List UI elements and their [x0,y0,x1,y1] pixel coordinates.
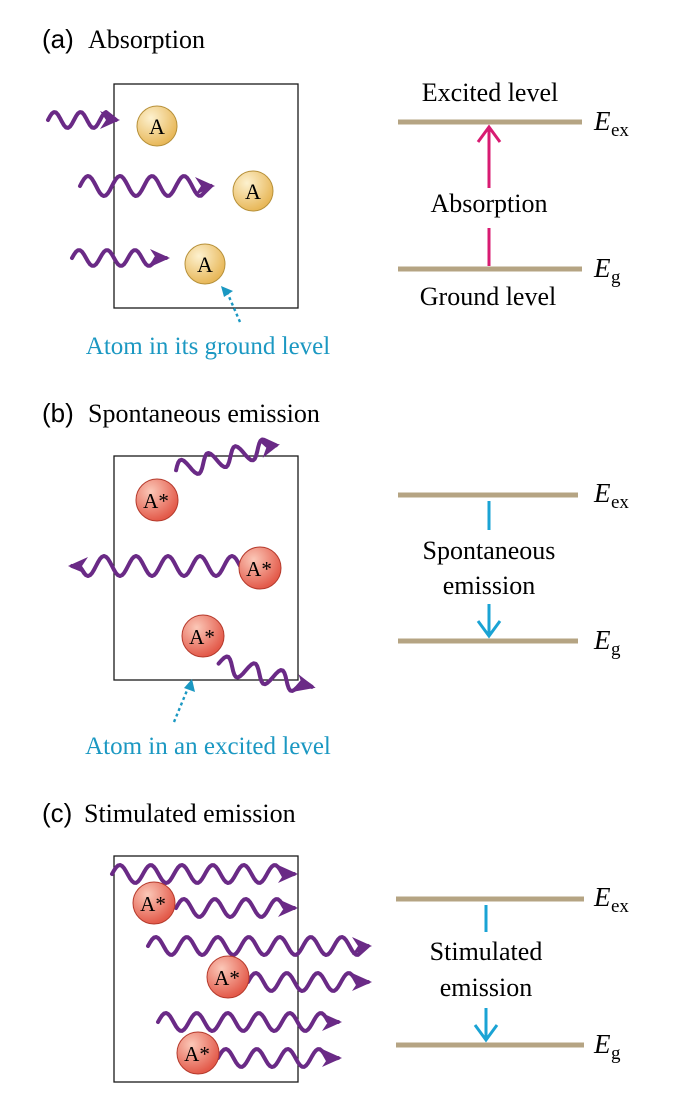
process-label: Absorption [431,189,548,218]
emission-arrow [473,905,499,1043]
ground-level-label: Ground level [420,282,556,311]
excited-atom: A* [206,955,250,999]
photon-wave [146,935,370,957]
callout-pointer [221,286,242,323]
energy-label-excited: E ex [593,882,629,917]
arrowhead [352,973,372,991]
arrowhead [195,177,215,195]
energy-label-ground: E g [593,1029,621,1064]
photon-wave [70,248,168,268]
panel-b: (b) Spontaneous emission A* A* A* Atom i… [42,398,629,760]
arrowhead [150,249,170,267]
atom-label: A [197,252,213,277]
ground-atom: A [184,243,226,285]
svg-text:g: g [611,639,621,660]
photon-wave [246,971,370,993]
arrowhead [322,1049,342,1067]
excited-atom: A* [238,546,282,590]
callout-pointer [172,679,195,723]
panel-c-atom-box [113,855,299,1083]
svg-text:E: E [593,882,611,912]
atom-label: A [245,179,261,204]
photon-wave [110,863,296,885]
photon-wave [216,654,314,693]
atom-label: A* [246,557,272,581]
svg-text:E: E [593,253,611,283]
svg-text:E: E [593,478,611,508]
absorption-arrow [476,124,502,266]
panel-a-title: Absorption [88,25,205,54]
photon-wave [78,174,213,198]
svg-text:g: g [611,267,621,288]
process-label: emission [443,571,535,600]
photon-wave [216,1047,340,1069]
arrowhead [352,937,372,955]
panel-c-tag: (c) [42,798,72,828]
panel-c: (c) Stimulated emission A* A* A* [42,798,629,1083]
svg-text:g: g [611,1043,621,1064]
excited-level-label: Excited level [422,78,558,107]
emission-arrow [476,501,502,639]
atom-label: A* [140,892,166,916]
svg-text:ex: ex [611,120,629,141]
arrowhead [100,111,120,129]
photon-wave [174,437,279,476]
panel-c-photons [110,863,372,1069]
panel-a-photons [46,110,215,268]
arrowhead [278,865,298,883]
svg-text:E: E [593,106,611,136]
ground-atom: A [232,170,274,212]
photon-wave [156,1011,340,1033]
excited-atom: A* [135,478,179,522]
arrowhead [68,557,88,575]
atom-label: A* [143,489,169,513]
svg-text:ex: ex [611,896,629,917]
panel-a-callout: Atom in its ground level [86,333,330,360]
svg-text:E: E [593,1029,611,1059]
process-label: Spontaneous [423,536,556,565]
svg-text:ex: ex [611,492,629,513]
energy-label-excited: E ex [593,106,629,141]
ground-atom: A [136,105,178,147]
svg-text:E: E [593,625,611,655]
atom-label: A [149,114,165,139]
panel-a: (a) Absorption A A A Atom in its ground … [42,24,629,360]
energy-label-ground: E g [593,253,621,288]
panel-b-callout: Atom in an excited level [85,733,331,760]
process-label: Stimulated [430,937,543,966]
atom-label: A* [184,1042,210,1066]
process-label: emission [440,973,532,1002]
arrowhead [294,674,316,692]
excited-atom: A* [132,881,176,925]
panel-c-title: Stimulated emission [84,799,296,828]
arrowhead [258,440,280,458]
arrowhead [278,899,298,917]
panel-b-title: Spontaneous emission [88,399,320,428]
photon-wave [46,110,118,130]
panel-b-photons [68,437,316,693]
atom-label: A* [189,625,215,649]
photon-wave [174,897,296,919]
panel-b-tag: (b) [42,398,74,428]
photon-wave [70,554,242,578]
panel-a-atom-box [113,83,299,309]
arrowhead [322,1013,342,1031]
excited-atom: A* [176,1031,220,1075]
atom-label: A* [214,966,240,990]
energy-label-excited: E ex [593,478,629,513]
excited-atom: A* [181,614,225,658]
panel-a-tag: (a) [42,24,74,54]
energy-label-ground: E g [593,625,621,660]
